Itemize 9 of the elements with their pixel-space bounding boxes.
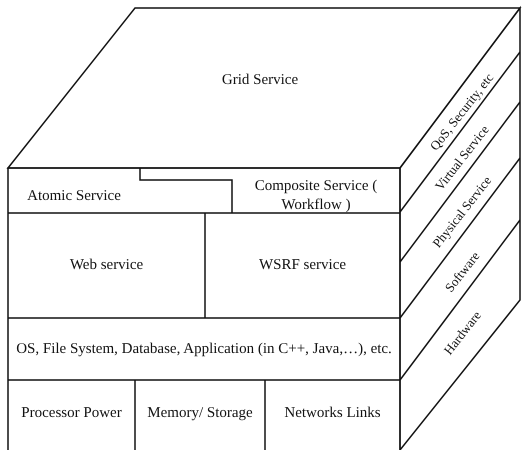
layer-label: Networks Links — [267, 383, 398, 443]
layer-label: Web service — [10, 240, 203, 290]
layer-label: Processor Power — [10, 383, 133, 443]
layer-label: Atomic Service — [10, 180, 138, 212]
layer-label: WSRF service — [207, 240, 398, 290]
layer-label: OS, File System, Database, Application (in C++, Java,…), etc. — [10, 320, 398, 378]
layer-label: Grid Service — [90, 50, 430, 110]
layer-label: Composite Service ( Workflow ) — [234, 180, 398, 212]
layer-label: Memory/ Storage — [137, 383, 263, 443]
